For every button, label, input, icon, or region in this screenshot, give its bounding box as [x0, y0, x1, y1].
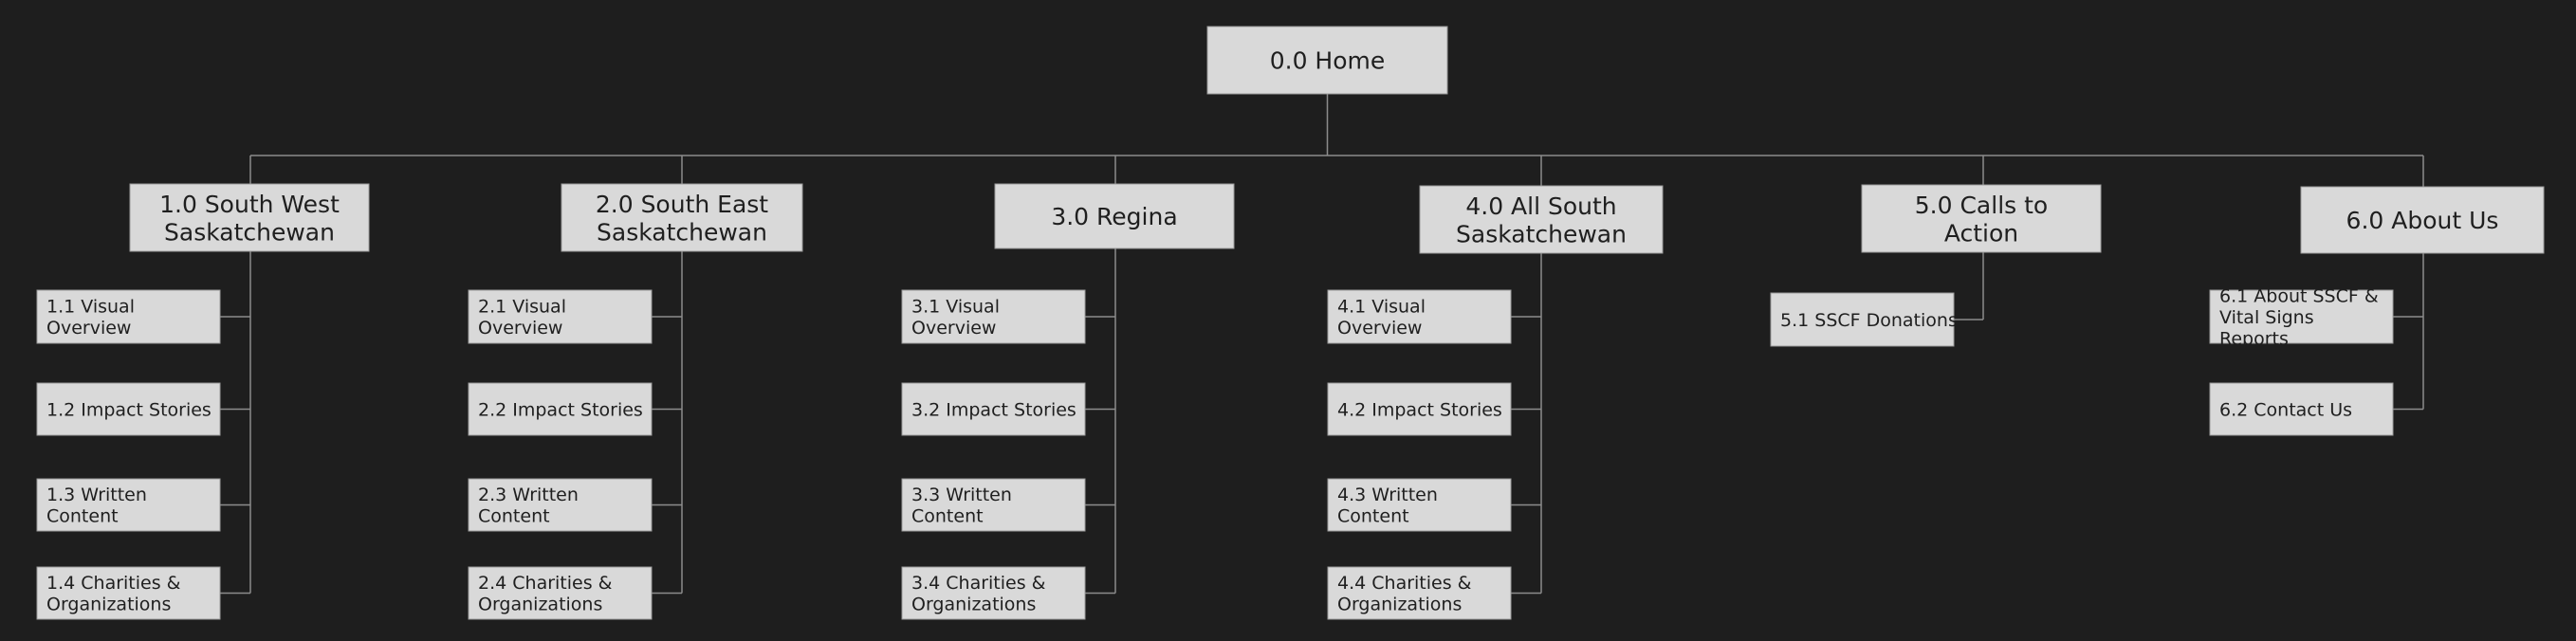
page-node-2-3-written-content-box	[468, 478, 653, 532]
root-node-home[interactable]: 0.0 Home	[1206, 26, 1448, 95]
page-node-6-1-about-sscf-and-vital-signs-reports-box	[2209, 289, 2394, 344]
page-node-4-4-charities-and-organizations-box	[1327, 566, 1512, 620]
page-node-3-1-visual-overview-box	[901, 289, 1086, 344]
page-node-4-1-visual-overview-box	[1327, 289, 1512, 344]
page-node-3-4-charities-and-organizations-box	[901, 566, 1086, 620]
page-node-3-2-impact-stories[interactable]: 3.2 Impact Stories	[901, 382, 1086, 436]
page-node-2-4-charities-and-organizations[interactable]: 2.4 Charities &Organizations	[468, 566, 653, 620]
page-node-1-2-impact-stories-box	[36, 382, 221, 436]
page-node-2-2-impact-stories[interactable]: 2.2 Impact Stories	[468, 382, 653, 436]
page-node-4-2-impact-stories[interactable]: 4.2 Impact Stories	[1327, 382, 1512, 436]
page-node-6-2-contact-us[interactable]: 6.2 Contact Us	[2209, 382, 2394, 436]
section-node-3-0-regina-box	[994, 183, 1235, 249]
page-node-1-4-charities-and-organizations[interactable]: 1.4 Charities &Organizations	[36, 566, 221, 620]
page-node-2-2-impact-stories-box	[468, 382, 653, 436]
section-node-3-0-regina[interactable]: 3.0 Regina	[994, 183, 1235, 249]
section-node-3-0-regina-label: 3.0 Regina	[1051, 203, 1177, 230]
section-node-4-0-all-south-saskatchewan-box	[1419, 185, 1664, 254]
section-node-6-0-about-us-box	[2300, 186, 2545, 254]
page-node-1-4-charities-and-organizations-label: 1.4 Charities &Organizations	[46, 573, 181, 614]
connector-lines	[220, 94, 2424, 595]
page-node-2-4-charities-and-organizations-label: 2.4 Charities &Organizations	[478, 573, 613, 614]
page-node-1-3-written-content-box	[36, 478, 221, 532]
page-node-1-2-impact-stories[interactable]: 1.2 Impact Stories	[36, 382, 221, 436]
page-node-3-2-impact-stories-box	[901, 382, 1086, 436]
section-node-2-0-south-east-saskatchewan-box	[561, 183, 803, 252]
page-node-4-3-written-content-box	[1327, 478, 1512, 532]
page-node-5-1-sscf-donations-label: 5.1 SSCF Donations	[1780, 310, 1958, 331]
root-node-home-box	[1206, 26, 1448, 95]
page-node-1-4-charities-and-organizations-box	[36, 566, 221, 620]
section-node-6-0-about-us-label: 6.0 About Us	[2346, 207, 2499, 234]
section-node-6-0-about-us[interactable]: 6.0 About Us	[2300, 186, 2545, 254]
page-node-1-1-visual-overview-box	[36, 289, 221, 344]
page-node-4-2-impact-stories-label: 4.2 Impact Stories	[1337, 399, 1502, 420]
page-node-4-4-charities-and-organizations-label: 4.4 Charities &Organizations	[1337, 573, 1472, 614]
page-node-2-1-visual-overview-box	[468, 289, 653, 344]
page-node-6-2-contact-us-label: 6.2 Contact Us	[2219, 399, 2352, 420]
page-node-3-2-impact-stories-label: 3.2 Impact Stories	[911, 399, 1076, 420]
page-node-1-2-impact-stories-label: 1.2 Impact Stories	[46, 399, 212, 420]
section-node-5-0-calls-to-action-box	[1861, 184, 2102, 253]
page-node-4-4-charities-and-organizations[interactable]: 4.4 Charities &Organizations	[1327, 566, 1512, 620]
page-node-6-2-contact-us-box	[2209, 382, 2394, 436]
page-node-2-4-charities-and-organizations-box	[468, 566, 653, 620]
page-node-3-4-charities-and-organizations-label: 3.4 Charities &Organizations	[911, 573, 1046, 614]
page-node-5-1-sscf-donations-box	[1770, 292, 1955, 347]
page-node-3-3-written-content-box	[901, 478, 1086, 532]
page-node-2-2-impact-stories-label: 2.2 Impact Stories	[478, 399, 643, 420]
root-node-home-label: 0.0 Home	[1270, 47, 1386, 75]
page-node-4-2-impact-stories-box	[1327, 382, 1512, 436]
section-node-1-0-south-west-saskatchewan-box	[129, 183, 370, 252]
page-node-5-1-sscf-donations[interactable]: 5.1 SSCF Donations	[1770, 292, 1958, 347]
page-node-3-4-charities-and-organizations[interactable]: 3.4 Charities &Organizations	[901, 566, 1086, 620]
